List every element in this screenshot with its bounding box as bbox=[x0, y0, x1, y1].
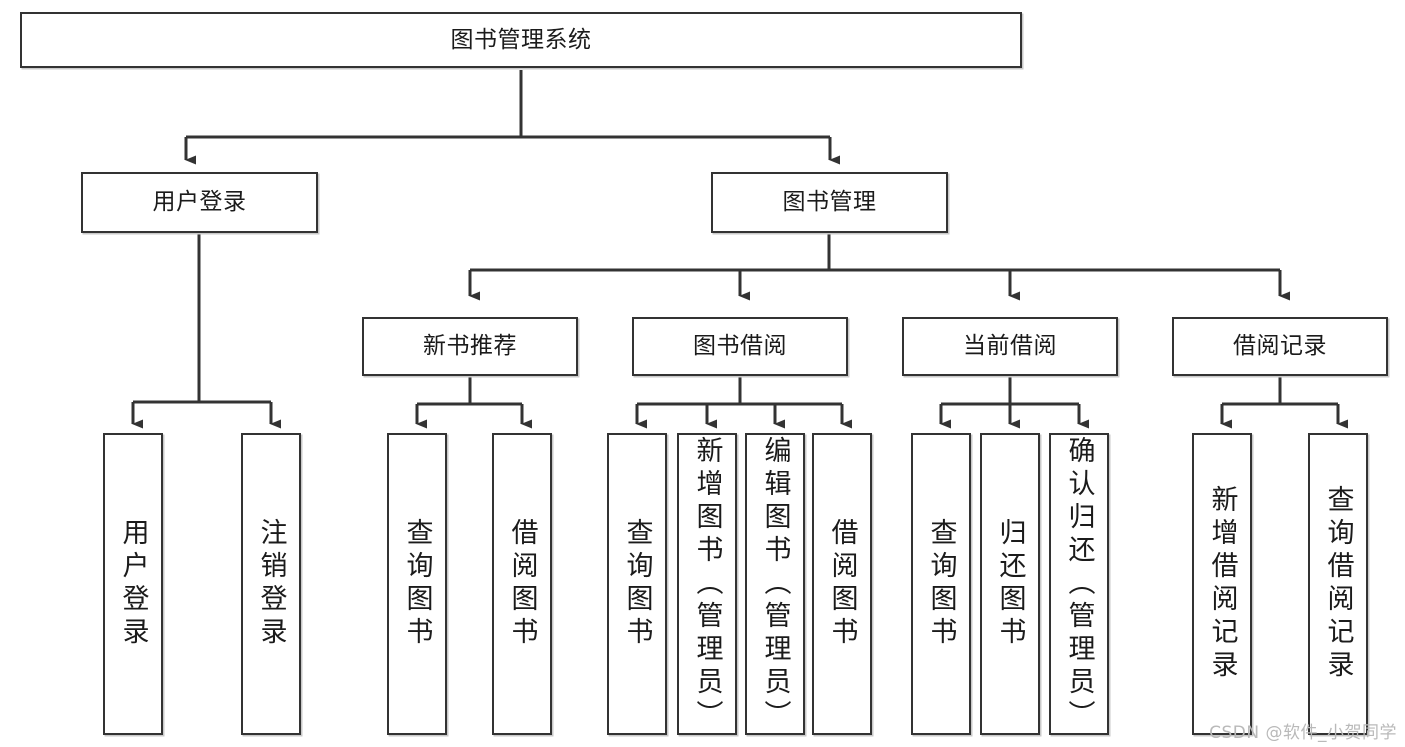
node-leaf-borrow-book-1[interactable]: 借阅图书 bbox=[492, 433, 552, 735]
node-leaf-query-borrow-record-label: 查询借阅记录 bbox=[1322, 485, 1354, 683]
node-leaf-query-book-3-label: 查询图书 bbox=[925, 518, 957, 650]
node-borrow-record-label: 借阅记录 bbox=[1233, 333, 1327, 360]
node-new-book-recommend[interactable]: 新书推荐 bbox=[362, 317, 578, 376]
node-book-manage-label: 图书管理 bbox=[782, 189, 877, 216]
node-leaf-confirm-return[interactable]: 确认归还（管理员） bbox=[1049, 433, 1109, 735]
node-leaf-return-book-label: 归还图书 bbox=[994, 518, 1026, 650]
node-leaf-borrow-book-2[interactable]: 借阅图书 bbox=[812, 433, 872, 735]
node-leaf-return-book[interactable]: 归还图书 bbox=[980, 433, 1040, 735]
node-user-login-label: 用户登录 bbox=[152, 189, 247, 216]
node-leaf-user-login-label: 用户登录 bbox=[117, 518, 149, 650]
node-leaf-user-logout-label: 注销登录 bbox=[255, 518, 287, 650]
node-leaf-add-borrow-record-label: 新增借阅记录 bbox=[1206, 485, 1238, 683]
node-borrow-record[interactable]: 借阅记录 bbox=[1172, 317, 1388, 376]
node-root[interactable]: 图书管理系统 bbox=[20, 12, 1022, 68]
node-leaf-user-login[interactable]: 用户登录 bbox=[103, 433, 163, 735]
node-book-manage[interactable]: 图书管理 bbox=[711, 172, 948, 233]
node-leaf-user-logout[interactable]: 注销登录 bbox=[241, 433, 301, 735]
node-leaf-borrow-book-2-label: 借阅图书 bbox=[826, 518, 858, 650]
node-leaf-query-book-2-label: 查询图书 bbox=[621, 518, 653, 650]
node-leaf-query-book-2[interactable]: 查询图书 bbox=[607, 433, 667, 735]
node-leaf-edit-book[interactable]: 编辑图书（管理员） bbox=[745, 433, 805, 735]
node-leaf-add-book[interactable]: 新增图书（管理员） bbox=[677, 433, 737, 735]
node-current-borrow[interactable]: 当前借阅 bbox=[902, 317, 1118, 376]
node-user-login[interactable]: 用户登录 bbox=[81, 172, 318, 233]
node-leaf-query-book-1[interactable]: 查询图书 bbox=[387, 433, 447, 735]
node-leaf-borrow-book-1-label: 借阅图书 bbox=[506, 518, 538, 650]
node-leaf-confirm-return-label: 确认归还（管理员） bbox=[1063, 435, 1095, 733]
node-new-book-recommend-label: 新书推荐 bbox=[423, 333, 517, 360]
node-root-label: 图书管理系统 bbox=[450, 26, 592, 53]
node-leaf-add-book-label: 新增图书（管理员） bbox=[691, 435, 723, 733]
csdn-watermark: CSDN @软件_小贺同学 bbox=[1209, 723, 1397, 743]
node-leaf-add-borrow-record[interactable]: 新增借阅记录 bbox=[1192, 433, 1252, 735]
node-leaf-query-book-1-label: 查询图书 bbox=[401, 518, 433, 650]
node-leaf-query-borrow-record[interactable]: 查询借阅记录 bbox=[1308, 433, 1368, 735]
node-book-borrow[interactable]: 图书借阅 bbox=[632, 317, 848, 376]
node-current-borrow-label: 当前借阅 bbox=[963, 333, 1057, 360]
node-book-borrow-label: 图书借阅 bbox=[693, 333, 787, 360]
node-leaf-edit-book-label: 编辑图书（管理员） bbox=[759, 435, 791, 733]
node-leaf-query-book-3[interactable]: 查询图书 bbox=[911, 433, 971, 735]
